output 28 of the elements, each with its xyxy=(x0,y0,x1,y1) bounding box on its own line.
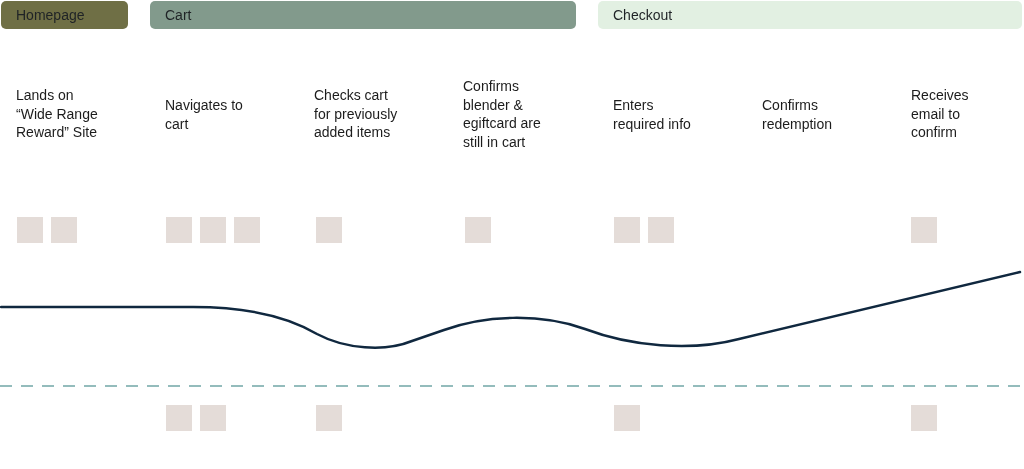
placeholder-square xyxy=(648,217,674,243)
journey-step-text: Receives email to confirm xyxy=(911,86,970,142)
placeholder-square xyxy=(166,405,192,431)
placeholder-square xyxy=(200,217,226,243)
placeholder-square xyxy=(614,405,640,431)
placeholder-square xyxy=(316,405,342,431)
placeholder-square xyxy=(614,217,640,243)
placeholder-square xyxy=(911,405,937,431)
placeholder-square xyxy=(200,405,226,431)
placeholder-square xyxy=(316,217,342,243)
placeholder-square xyxy=(17,217,43,243)
phase-title: Cart xyxy=(165,6,192,24)
phase-band xyxy=(150,1,576,29)
placeholder-square xyxy=(234,217,260,243)
phase-title: Checkout xyxy=(613,6,673,24)
phase-band xyxy=(598,1,1022,29)
journey-step-text: Checks cart for previously added items xyxy=(314,86,399,142)
placeholder-square xyxy=(911,217,937,243)
journey-step-text: Enters required info xyxy=(613,95,692,133)
journey-step-text: Navigates to cart xyxy=(165,95,244,133)
journey-step-text: Lands on “Wide Range Reward” Site xyxy=(16,86,99,142)
journey-step-text: Confirms blender & egiftcard are still in cart xyxy=(463,77,542,151)
placeholder-square xyxy=(51,217,77,243)
placeholder-square xyxy=(465,217,491,243)
phase-band xyxy=(1,1,128,29)
journey-step-text: Confirms redemption xyxy=(762,95,834,133)
phase-title: Homepage xyxy=(16,6,85,24)
placeholder-square xyxy=(166,217,192,243)
